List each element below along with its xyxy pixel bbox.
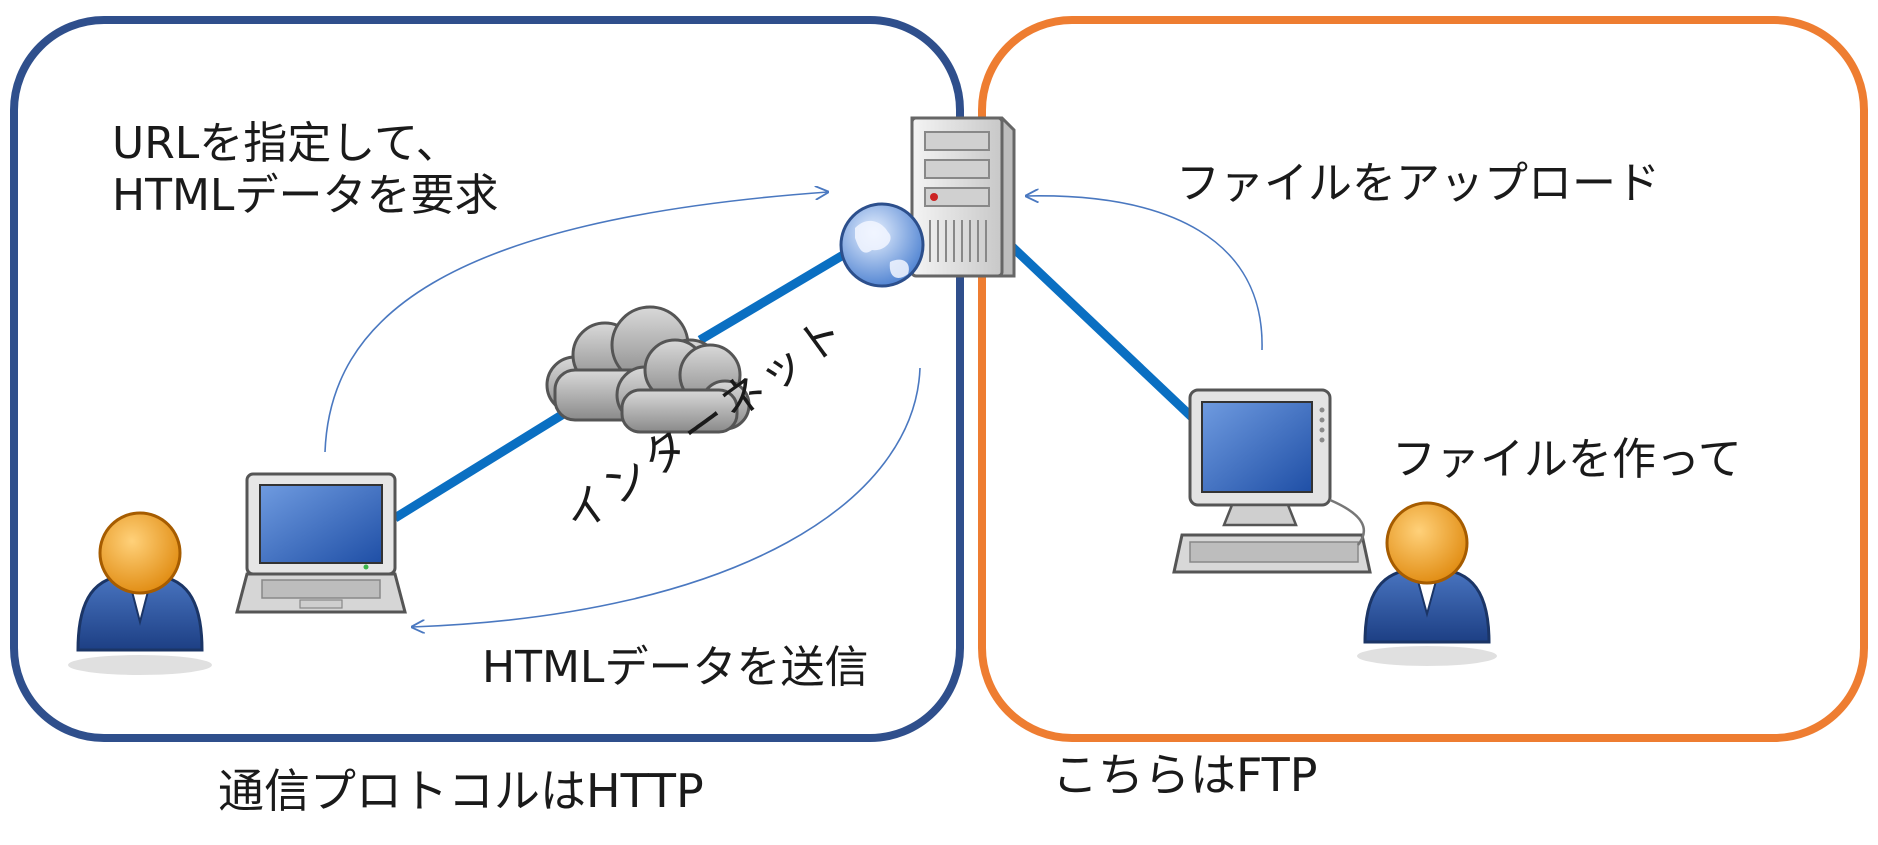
network-line-cloud-server	[697, 241, 863, 344]
network-line-server-desktop	[1001, 236, 1201, 426]
request-label-line1: URLを指定して、	[112, 118, 460, 169]
make-file-label: ファイルを作って	[1392, 434, 1742, 485]
laptop-icon	[235, 472, 407, 614]
cloud-icon	[545, 305, 751, 434]
request-label: URLを指定して、 HTMLデータを要求	[112, 118, 498, 222]
user-icon	[68, 511, 212, 675]
response-arrow	[412, 367, 921, 627]
upload-arrow	[1026, 196, 1263, 351]
user-icon	[1357, 501, 1497, 666]
http-region	[10, 16, 964, 742]
ftp-caption: こちらはFTP	[1052, 748, 1318, 802]
ftp-region	[978, 16, 1868, 742]
upload-label: ファイルをアップロード	[1176, 158, 1660, 209]
server-icon	[910, 116, 1016, 278]
request-label-line2: HTMLデータを要求	[112, 169, 499, 221]
http-caption: 通信プロトコルはHTTP	[218, 764, 704, 818]
send-label: HTMLデータを送信	[482, 642, 869, 693]
globe-icon	[839, 202, 925, 288]
network-line-laptop-cloud	[392, 409, 568, 522]
request-arrow	[324, 192, 828, 453]
desktop-computer-icon	[1172, 388, 1372, 574]
